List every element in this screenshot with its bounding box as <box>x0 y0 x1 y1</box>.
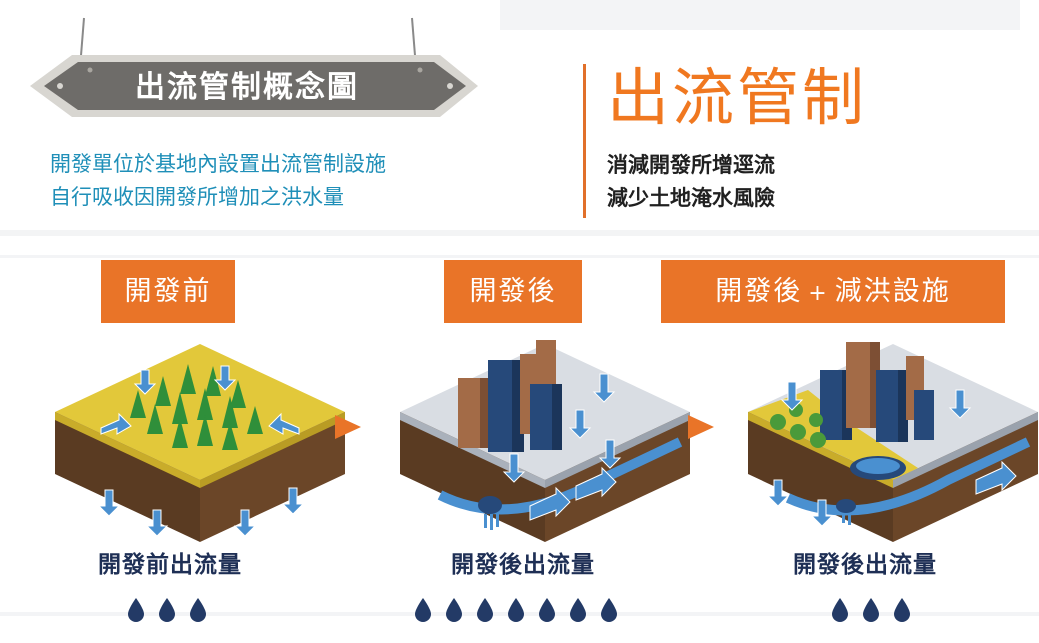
water-drop-icon <box>477 598 493 622</box>
stage-label-after: 開發後 <box>444 260 582 323</box>
arrow-right-icon <box>335 415 361 439</box>
intro-line-1: 開發單位於基地內設置出流管制設施 <box>50 152 386 176</box>
headline-point-2: 減少土地淹水風險 <box>607 186 775 210</box>
caption-before: 開發前出流量 <box>98 552 242 578</box>
water-drop-icon <box>128 598 144 622</box>
water-drop-icon <box>415 598 431 622</box>
detention-terrain-icon <box>748 342 1038 542</box>
stage-label-plus: + <box>808 281 829 306</box>
signboard <box>30 17 478 117</box>
water-drop-icon <box>159 598 175 622</box>
stage-label-after-with-facility: 開發後+減洪設施 <box>661 260 1005 323</box>
water-drop-icon <box>863 598 879 622</box>
sign-title: 出流管制概念圖 <box>135 70 359 105</box>
headline-title: 出流管制 <box>607 61 868 134</box>
water-drop-icon <box>601 598 617 622</box>
water-drop-icon <box>446 598 462 622</box>
caption-after: 開發後出流量 <box>451 552 595 578</box>
urban-terrain-icon <box>400 340 690 542</box>
water-drop-icon <box>570 598 586 622</box>
drops-row-before <box>126 597 219 625</box>
water-drop-icon <box>832 598 848 622</box>
drops-row-after <box>413 597 630 625</box>
intro-line-2: 自行吸收因開發所增加之洪水量 <box>50 185 344 209</box>
caption-after-facility: 開發後出流量 <box>793 552 937 578</box>
stage-label-tail: 減洪設施 <box>834 276 951 307</box>
water-drop-icon <box>894 598 910 622</box>
stage-label-main: 開發後 <box>715 276 803 307</box>
water-drop-icon <box>508 598 524 622</box>
water-drop-icon <box>190 598 206 622</box>
drops-row-after-facility <box>830 597 923 625</box>
stage-label-before: 開發前 <box>101 260 235 323</box>
headline-point-1: 消減開發所增逕流 <box>607 153 775 177</box>
forest-terrain-icon <box>55 344 345 542</box>
vertical-divider <box>583 64 586 218</box>
water-drop-icon <box>539 598 555 622</box>
arrow-right-icon <box>688 415 714 439</box>
